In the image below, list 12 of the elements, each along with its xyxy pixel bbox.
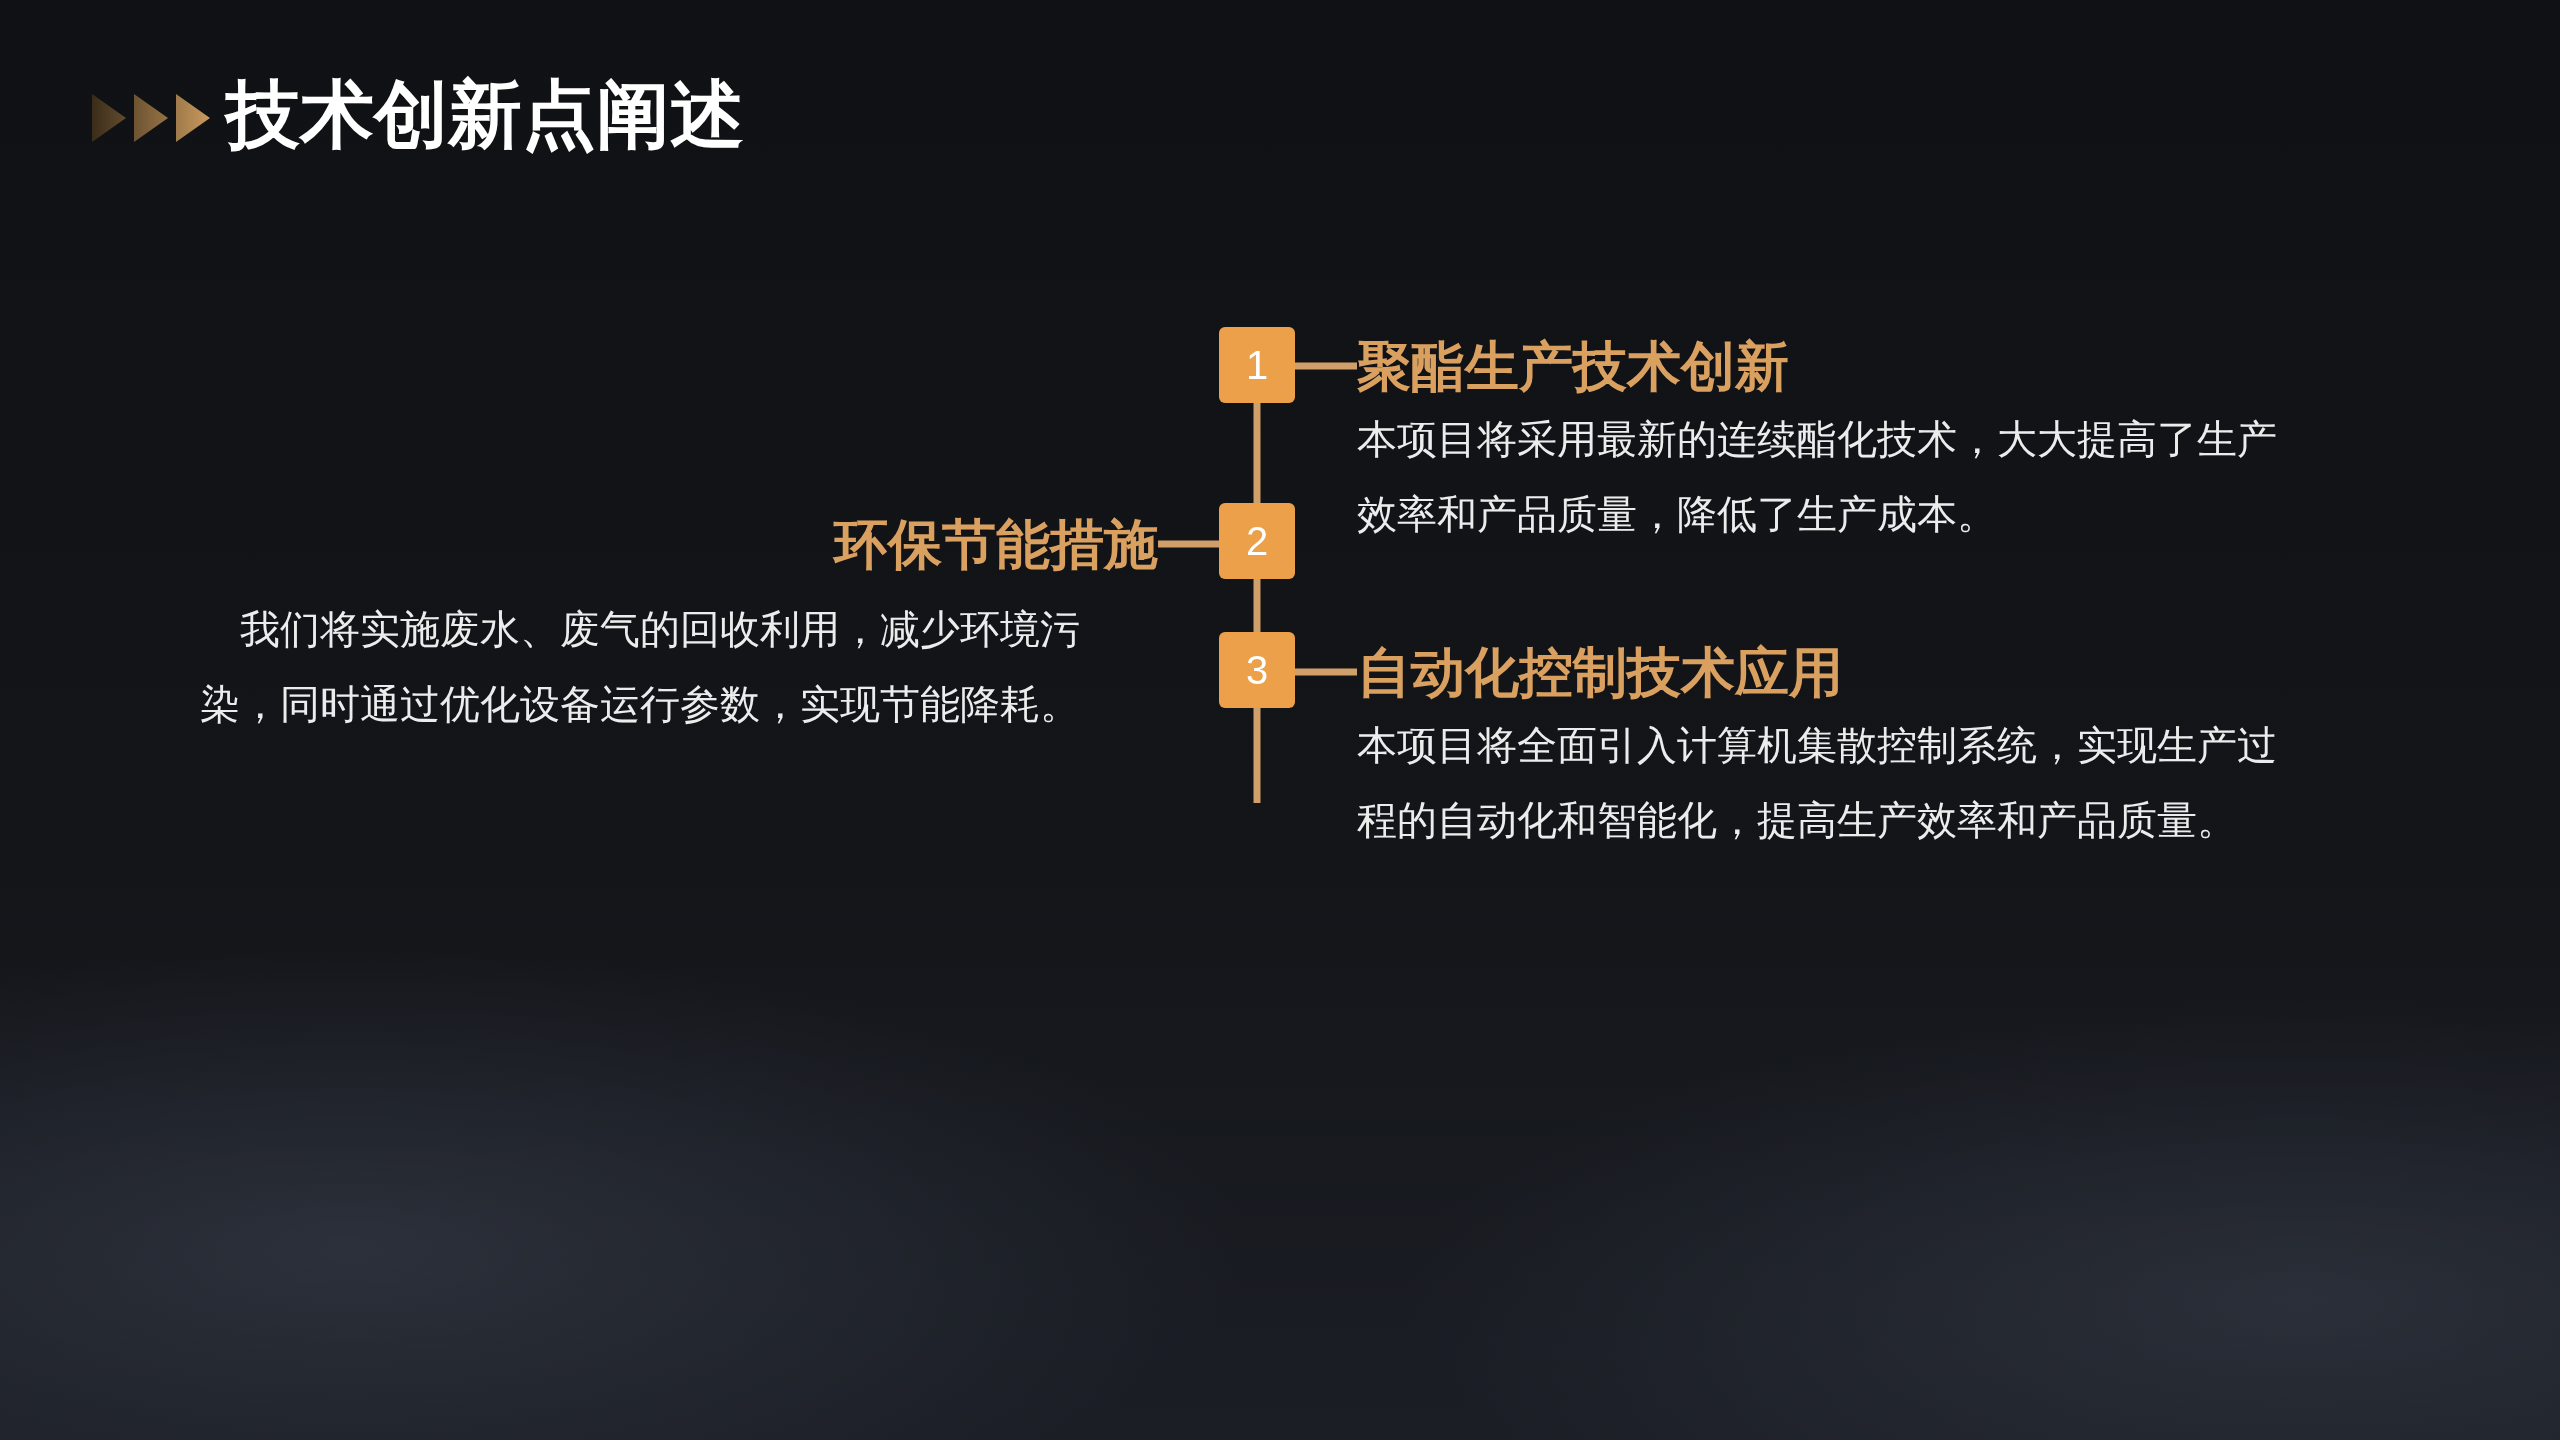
section-description: 本项目将全面引入计算机集散控制系统，实现生产过程的自动化和智能化，提高生产效率和产品质量。 — [1357, 721, 2278, 845]
number-badge: 3 — [1219, 632, 1295, 708]
section-heading: 环保节能措施 — [831, 511, 1158, 578]
number-badge: 1 — [1219, 327, 1295, 403]
section-heading: 自动化控制技术应用 — [1357, 639, 1844, 706]
connector-line — [1253, 579, 1261, 632]
section-heading: 聚酯生产技术创新 — [1357, 333, 1790, 400]
section-description: 本项目将采用最新的连续酯化技术，大大提高了生产效率和产品质量，降低了生产成本。 — [1357, 415, 2278, 539]
connector-line — [1253, 403, 1261, 503]
number-badge: 2 — [1219, 503, 1295, 579]
section-description: 我们将实施废水、废气的回收利用，减少环境污染，同时通过优化设备运行参数，实现节能降耗。 — [200, 605, 1081, 729]
page-title: 技术创新点阐述 — [226, 70, 744, 159]
